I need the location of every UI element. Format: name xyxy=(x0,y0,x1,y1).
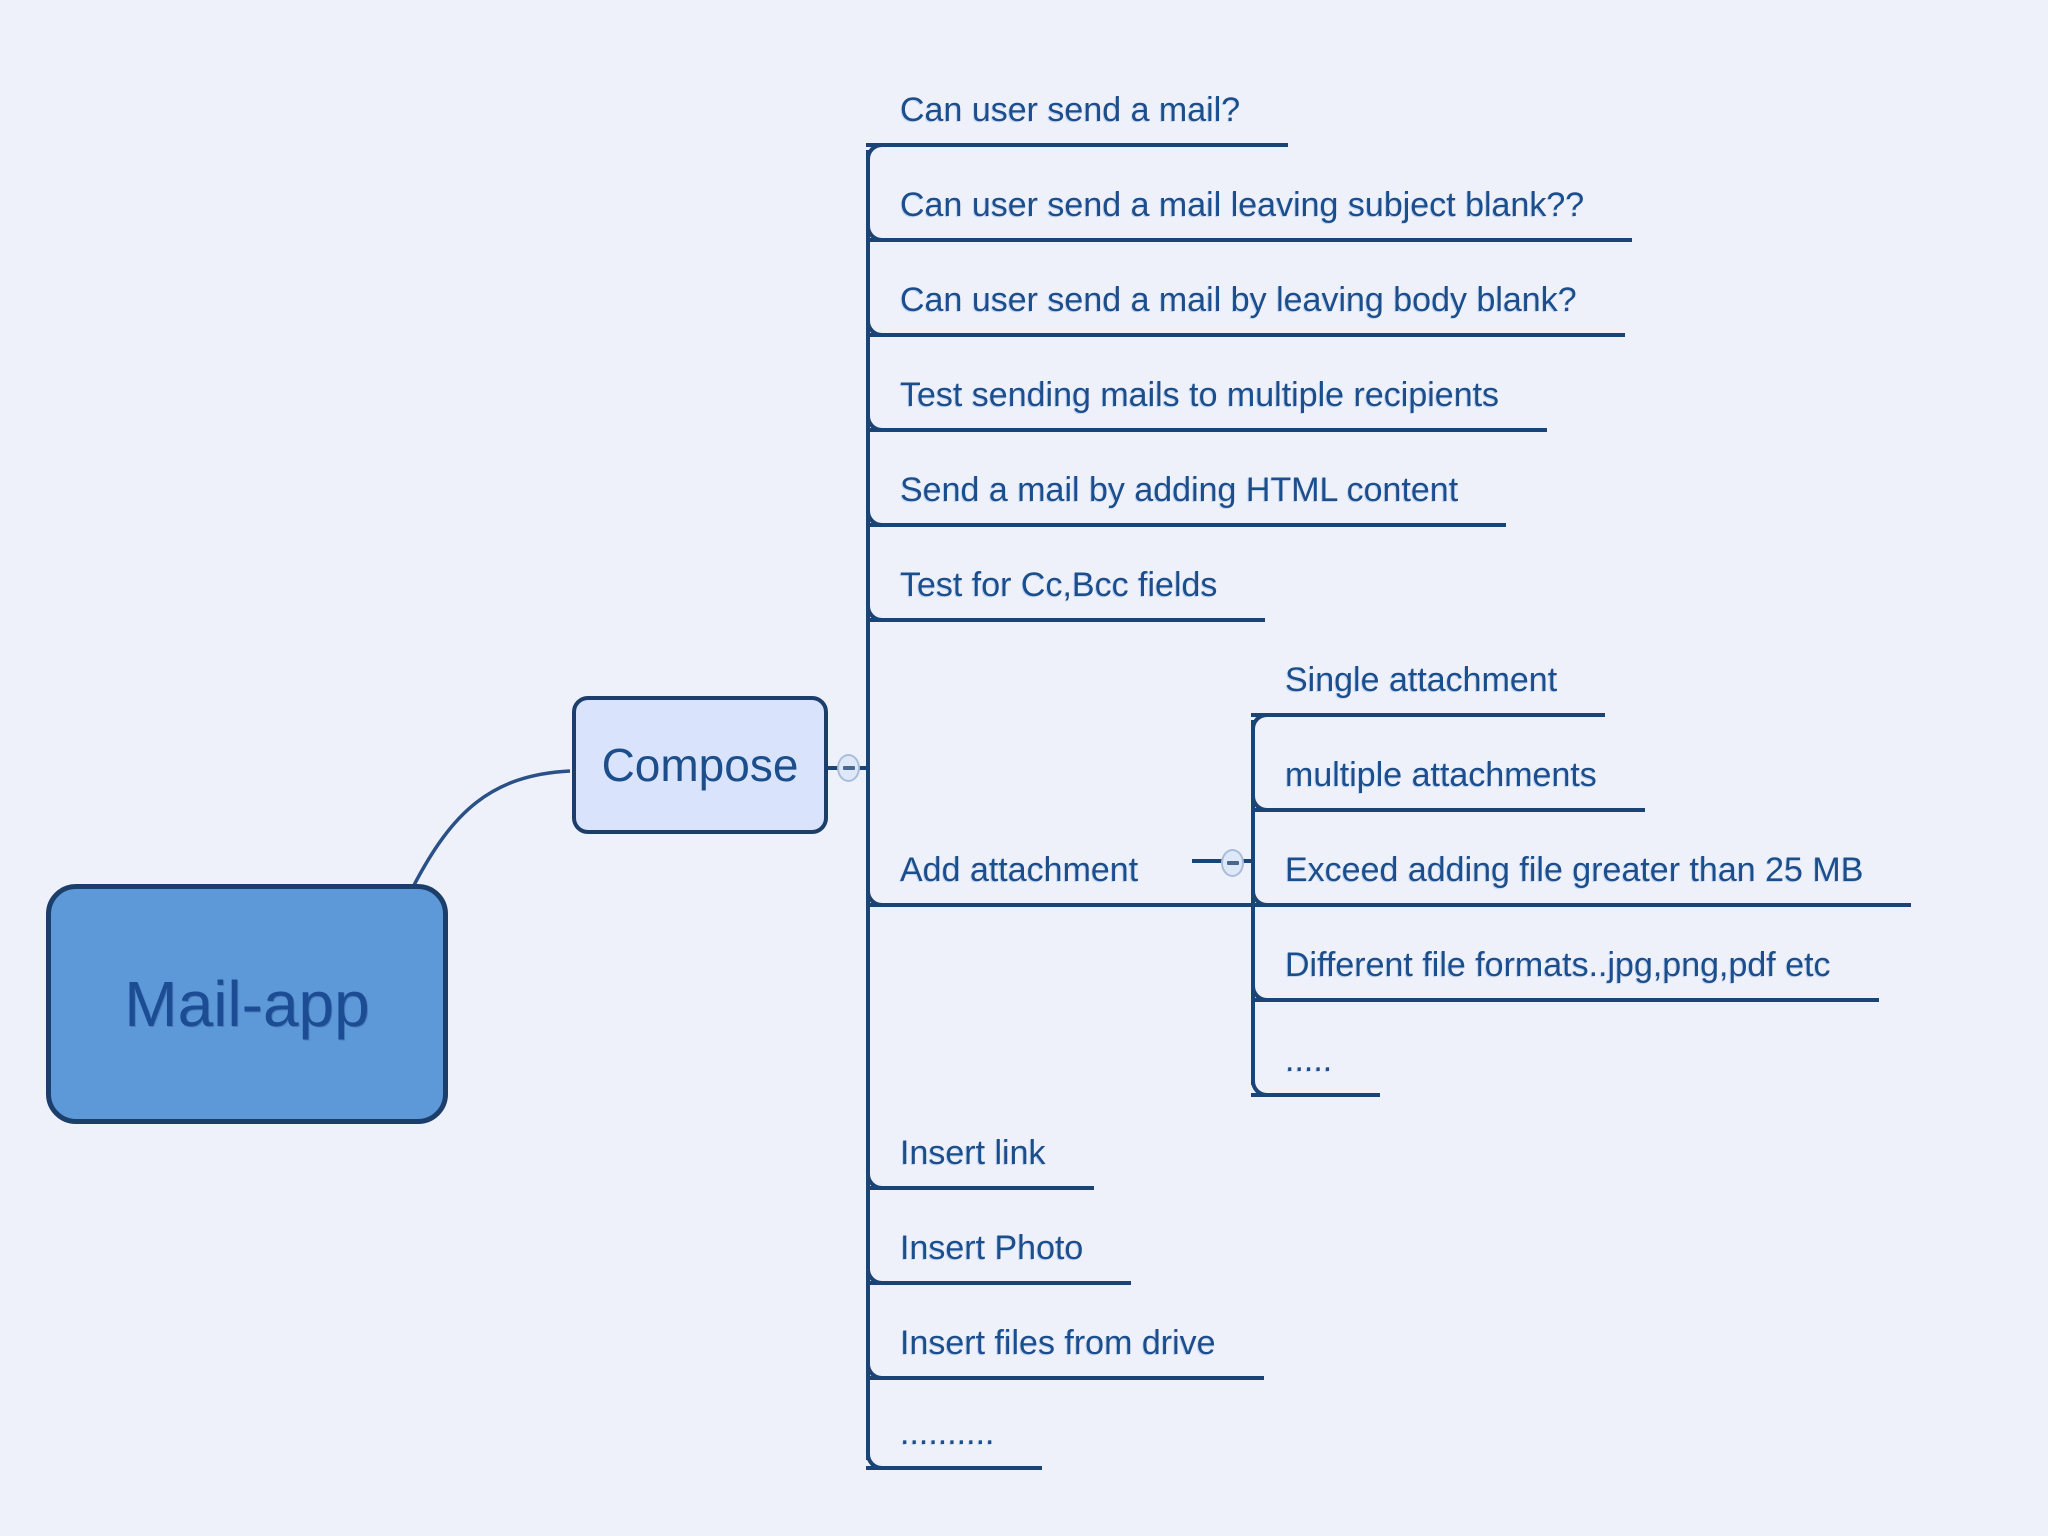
compose-node-label: Compose xyxy=(601,739,799,791)
attachment-branch-spine xyxy=(1251,720,1255,1085)
mindmap-compose-node[interactable]: Compose xyxy=(572,696,828,834)
mindmap-node-add-attachment[interactable]: Add attachment xyxy=(866,847,1251,907)
mindmap-leaf[interactable]: Insert Photo xyxy=(866,1225,1132,1285)
mindmap-leaf[interactable]: ..... xyxy=(1251,1037,1381,1097)
mindmap-leaf[interactable]: Exceed adding file greater than 25 MB xyxy=(1251,847,1912,907)
compose-collapse-toggle[interactable] xyxy=(837,754,860,782)
mindmap-root-node[interactable]: Mail-app xyxy=(46,884,448,1124)
mindmap-leaf[interactable]: Test for Cc,Bcc fields xyxy=(866,562,1266,622)
minus-icon xyxy=(1226,861,1239,865)
mindmap-leaf[interactable]: Insert files from drive xyxy=(866,1320,1264,1380)
mindmap-leaf[interactable]: Send a mail by adding HTML content xyxy=(866,467,1507,527)
mindmap-leaf[interactable]: Test sending mails to multiple recipient… xyxy=(866,372,1548,432)
mindmap-leaf[interactable]: Can user send a mail? xyxy=(866,87,1289,147)
mindmap-leaf[interactable]: Can user send a mail by leaving body bla… xyxy=(866,277,1625,337)
mindmap-leaf[interactable]: Single attachment xyxy=(1251,657,1606,717)
root-node-label: Mail-app xyxy=(124,968,370,1040)
mindmap-leaf[interactable]: multiple attachments xyxy=(1251,752,1645,812)
mindmap-leaf[interactable]: Can user send a mail leaving subject bla… xyxy=(866,182,1633,242)
minus-icon xyxy=(842,766,855,770)
mindmap-leaf[interactable]: Insert link xyxy=(866,1130,1094,1190)
attachment-collapse-toggle[interactable] xyxy=(1221,849,1244,877)
root-compose-connector xyxy=(411,769,571,888)
mindmap-leaf[interactable]: .......... xyxy=(866,1410,1043,1470)
mindmap-leaf[interactable]: Different file formats..jpg,png,pdf etc xyxy=(1251,942,1879,1002)
compose-branch-spine xyxy=(866,150,870,1460)
